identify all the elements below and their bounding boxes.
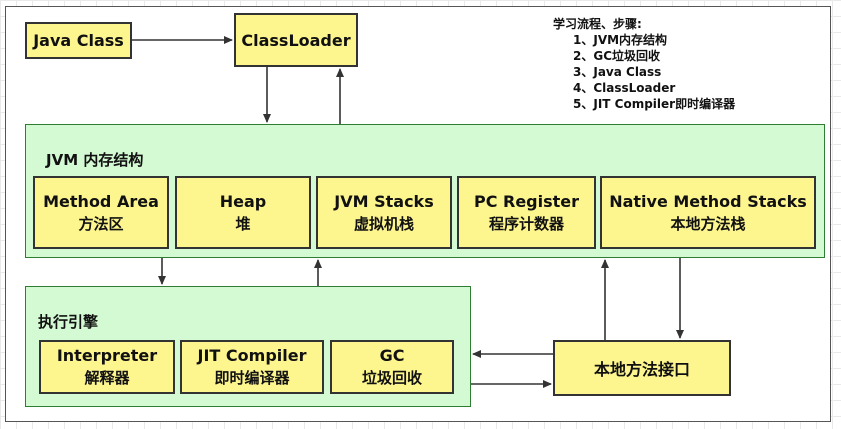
jvm-stacks-en: JVM Stacks [334,191,434,211]
execution-engine-title: 执行引擎 [38,313,99,331]
gc-en: GC [379,346,405,365]
learning-step: 3、Java Class [573,65,662,79]
learning-steps-title: 学习流程、步骤: [553,17,642,31]
jvm-stacks-zh: 虚拟机栈 [353,214,414,233]
native-method-stacks-en: Native Method Stacks [609,191,807,211]
jvm-memory-title: JVM 内存结构 [46,151,144,169]
java-class-label: Java Class [33,31,124,50]
interpreter-zh: 解释器 [84,369,130,387]
native-method-stacks-zh: 本地方法栈 [670,214,746,233]
jit-compiler-en: JIT Compiler [197,346,307,365]
learning-step: 2、GC垃圾回收 [573,49,661,63]
method-area-zh: 方法区 [78,214,124,233]
pc-register-zh: 程序计数器 [488,214,564,233]
pc-register-en: PC Register [473,191,580,211]
java-class-box: Java Class [25,22,132,59]
gc-box: GC 垃圾回收 [330,340,454,394]
heap-en: Heap [219,191,267,211]
heap-box: Heap 堆 [175,176,311,249]
learning-step: 4、ClassLoader [573,81,676,95]
heap-zh: 堆 [235,214,251,233]
jit-compiler-zh: 即时编译器 [214,369,290,387]
jit-compiler-box: JIT Compiler 即时编译器 [180,340,324,394]
learning-steps: 学习流程、步骤: 1、JVM内存结构 2、GC垃圾回收 3、Java Class… [553,16,735,112]
native-interface-box: 本地方法接口 [553,340,731,396]
learning-step: 1、JVM内存结构 [573,33,668,47]
gc-zh: 垃圾回收 [361,369,422,387]
interpreter-box: Interpreter 解释器 [39,340,175,394]
class-loader-box: ClassLoader [234,13,358,67]
method-area-en: Method Area [43,191,159,211]
interpreter-en: Interpreter [56,346,158,365]
jvm-stacks-box: JVM Stacks 虚拟机栈 [316,176,452,249]
learning-step: 5、JIT Compiler即时编译器 [573,97,736,111]
method-area-box: Method Area 方法区 [33,176,169,249]
class-loader-label: ClassLoader [241,30,351,50]
native-interface-label: 本地方法接口 [593,360,690,379]
native-method-stacks-box: Native Method Stacks 本地方法栈 [600,176,816,249]
pc-register-box: PC Register 程序计数器 [457,176,596,249]
